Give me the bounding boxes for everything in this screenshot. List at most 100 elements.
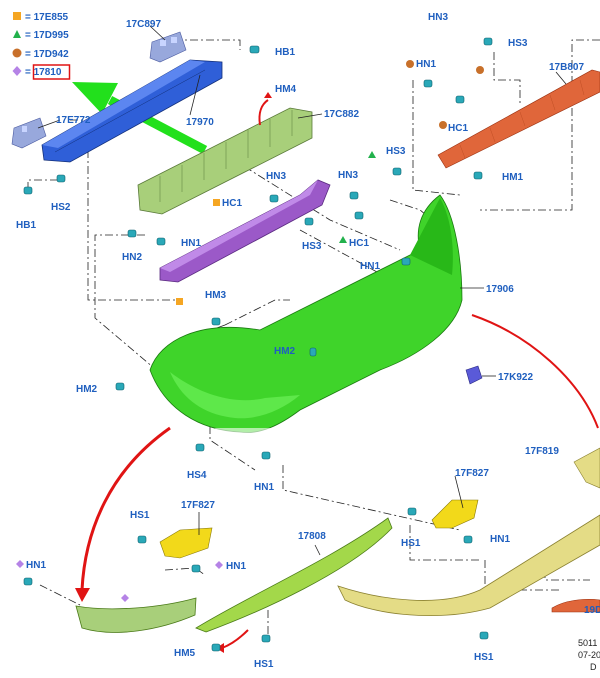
clip-icon [195,443,205,452]
clip-icon [211,643,221,652]
marker-diamond-purple-icon [215,561,223,569]
label-hm2-mid: HM2 [274,346,296,357]
clip-icon [137,535,147,544]
clip-icon [473,171,483,180]
label-hn1-diamond-mid: HN1 [226,561,246,572]
clip-icon [156,237,166,246]
legend-circle-brown-icon [12,48,22,58]
label-hs3-low: HS3 [302,241,322,252]
legend-square-orange-icon [13,12,21,20]
label-hm5: HM5 [174,648,196,659]
legend-label-17d995: = 17D995 [25,30,69,41]
label-hn3-mid: HN3 [338,170,358,181]
marker-circle-brown-icon [476,66,484,74]
leader-lines [37,25,567,556]
label-hs2: HS2 [51,202,71,213]
label-hs4: HS4 [187,470,207,481]
clip-icon [23,186,33,195]
clip-icon [392,167,402,176]
clip-icon [401,257,411,266]
clip-icon [211,317,221,326]
label-hs3-mid: HS3 [386,146,406,157]
clip-icon [56,174,66,183]
clip-icon [349,191,359,200]
part-17k922-clip [465,365,483,385]
part-17f827-bracket-left [159,527,213,559]
label-hm2-left: HM2 [76,384,98,395]
legend-markers [16,60,484,602]
label-hn2: HN2 [122,252,142,263]
label-17c897: 17C897 [126,19,161,30]
label-hm3: HM3 [205,290,227,301]
part-17f819-bracket [573,447,600,489]
clip-icon [354,211,364,220]
legend-label-17e855: = 17E855 [25,12,69,23]
part-17c897-bracket [149,31,187,63]
clip-icon [249,45,260,54]
legend-triangle-green-icon [13,30,21,38]
marker-triangle-green-icon [339,236,347,243]
footer-line-2: 07-20 [578,650,600,660]
label-hn1-right: HN1 [490,534,510,545]
label-17f827-right: 17F827 [455,468,489,479]
part-17970-reinforcement-beam [41,59,223,163]
label-17b807: 17B807 [549,62,584,73]
red-arrow-hm5 [221,629,249,649]
label-hn1-mid: HN1 [360,261,380,272]
part-17f827-bracket-right [431,499,479,529]
part-lower-valance [337,514,600,616]
part-17906-bumper-cover [149,194,463,434]
part-labels: 17C897 17E772 17970 17C882 17B807 17906 … [56,19,600,616]
label-17f827-left: 17F827 [181,500,215,511]
clip-icon [463,535,473,544]
fastener-labels: HB1 HB1 HS2 HM4 HN3 HS3 HN1 HC1 HM1 HS3 … [16,12,528,670]
clip-icon [423,79,433,88]
clip-icon [483,37,493,46]
legend: = 17E855 = 17D995 = 17D942 = 17810 [12,12,71,80]
label-hc1-mid: HC1 [349,238,369,249]
label-hs1-mid: HS1 [401,538,421,549]
label-hc1-left: HC1 [222,198,242,209]
red-arrow-hm4 [258,99,269,126]
part-17b807-scuff-plate [437,69,600,169]
label-17906: 17906 [486,284,514,295]
clip-icon [479,631,489,640]
label-17k922: 17K922 [498,372,533,383]
label-17c882: 17C882 [324,109,359,120]
clip-icon [304,217,314,226]
part-17808-diffuser [195,517,393,633]
legend-highlight-box [32,64,71,80]
marker-diamond-purple-icon [121,594,129,602]
clip-icon [191,564,201,573]
clip-icon [269,194,279,203]
legend-label-17d942: = 17D942 [25,49,69,60]
marker-circle-brown-icon [439,121,447,129]
label-hn3-left: HN3 [266,171,286,182]
marker-triangle-green-icon [368,151,376,158]
clip-icon [309,347,317,357]
fastener-icons [23,37,493,652]
label-hs1-bottom-mid: HS1 [254,659,274,670]
legend-diamond-purple-icon [12,66,22,76]
clip-icon [23,577,33,586]
label-hc1-top: HC1 [448,123,468,134]
clip-icon [127,229,137,238]
label-17808: 17808 [298,531,326,542]
label-hb1-left: HB1 [16,220,36,231]
label-hn1-diamond-left: HN1 [26,560,46,571]
label-hn3-top: HN3 [428,12,448,23]
label-hn1-top: HN1 [416,59,436,70]
label-hn1-beam: HN1 [181,238,201,249]
part-19d-bracket [551,598,600,613]
label-hb1-top: HB1 [275,47,295,58]
clip-icon [261,634,271,643]
clip-icon [115,382,125,391]
label-19d: 19D [584,605,600,616]
label-17e772: 17E772 [56,115,91,126]
label-hs1-left: HS1 [130,510,150,521]
footer-line-1: 5011 [578,638,597,648]
legend-label-17810: = 17810 [25,67,62,78]
label-hs1-bottom-right: HS1 [474,652,494,663]
part-17e772-bracket [11,117,47,149]
